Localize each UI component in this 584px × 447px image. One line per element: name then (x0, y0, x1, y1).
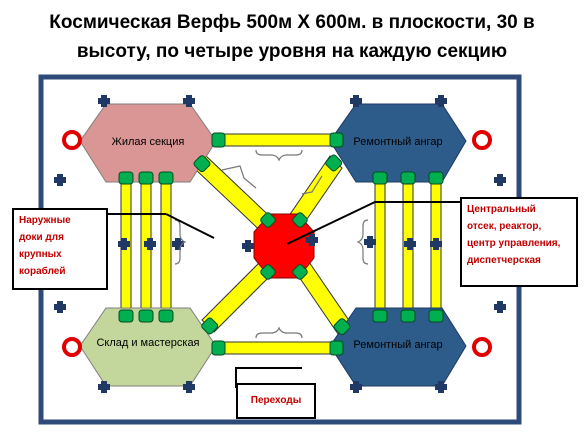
dock-ring (472, 130, 492, 150)
mount-point (172, 238, 184, 250)
connector (428, 309, 444, 323)
corridor-top (221, 133, 337, 147)
callout-center-line-3: центр управления, (467, 238, 561, 249)
dock-ring (62, 337, 82, 357)
callout-center-line-4: диспетчерская (467, 255, 541, 266)
brace-left (174, 219, 187, 265)
connector (211, 340, 226, 356)
mount-point (364, 236, 376, 248)
mount-point (430, 238, 442, 250)
brace-bottom (255, 326, 303, 339)
page-title: Космическая Верфь 500м Х 600м. в плоскос… (0, 8, 584, 66)
connector (201, 317, 219, 335)
mount-point (350, 95, 362, 107)
connector (138, 309, 154, 323)
label-top-right: Ремонтный ангар (353, 136, 442, 148)
callout-docks-line-3: крупных (19, 249, 62, 260)
mount-point (242, 240, 254, 252)
callout-transitions-label: Переходы (250, 395, 302, 406)
connector (138, 171, 154, 185)
mount-point (183, 95, 195, 107)
corridor-left-3 (160, 177, 172, 317)
connector (292, 264, 308, 280)
callout-docks-line-2: доки для (19, 232, 64, 243)
connector (400, 171, 416, 185)
mount-point (54, 301, 66, 313)
connector (260, 264, 276, 280)
mount-point (494, 301, 506, 313)
connector (325, 154, 343, 172)
mount-point (98, 95, 110, 107)
label-bottom-right: Ремонтный ангар (353, 339, 442, 351)
connector (118, 171, 134, 185)
title-line-2: высоту, по четыре уровня на каждую секци… (76, 41, 508, 62)
pointer-transitions (235, 367, 302, 388)
brace-right (356, 219, 369, 265)
pointer-docks-diag (165, 213, 215, 239)
brace-diag-tl (221, 165, 257, 189)
mount-point (118, 238, 130, 250)
mount-point (183, 381, 195, 393)
connector (329, 340, 344, 356)
dock-ring (62, 130, 82, 150)
callout-center: Центральный отсек, реактор, центр управл… (460, 197, 578, 287)
pointer-center (286, 201, 462, 245)
corridor-right-1 (374, 177, 386, 317)
callout-docks-line-1: Наружные (19, 215, 71, 226)
callout-pointers (108, 201, 462, 388)
title-line-1: Космическая Верфь 500м Х 600м. в плоскос… (49, 12, 535, 33)
connector (211, 132, 226, 148)
mount-point (435, 95, 447, 107)
connector (292, 212, 308, 228)
connector (329, 132, 344, 148)
connector (118, 309, 134, 323)
dock-rings (62, 130, 492, 357)
level-braces (174, 149, 369, 339)
mount-point (98, 381, 110, 393)
mount-point (350, 381, 362, 393)
callout-transitions: Переходы (236, 383, 316, 419)
connector (260, 212, 276, 228)
corridor-bottom (221, 341, 337, 355)
connector (400, 309, 416, 323)
label-bottom-left: Склад и мастерская (96, 337, 199, 349)
dock-ring (472, 337, 492, 357)
mount-point (494, 174, 506, 186)
connector (372, 171, 388, 185)
connector (158, 309, 174, 323)
brace-top (255, 149, 303, 162)
mount-point (306, 234, 318, 246)
connector (193, 155, 211, 173)
connector (372, 309, 388, 323)
connector (428, 171, 444, 185)
label-top-left: Жилая секция (112, 136, 185, 148)
brace-diag-tr (301, 175, 323, 195)
mount-points (54, 95, 506, 393)
mount-point (54, 174, 66, 186)
mount-point (404, 238, 416, 250)
callout-center-line-2: отсек, реактор, (467, 221, 542, 232)
connector (158, 171, 174, 185)
connectors (118, 132, 444, 356)
callout-docks-line-4: кораблей (19, 266, 66, 277)
callout-docks: Наружные доки для крупных кораблей (12, 208, 108, 290)
mount-point (435, 381, 447, 393)
connector (333, 318, 351, 336)
mount-point (144, 238, 156, 250)
callout-center-line-1: Центральный (467, 204, 536, 215)
